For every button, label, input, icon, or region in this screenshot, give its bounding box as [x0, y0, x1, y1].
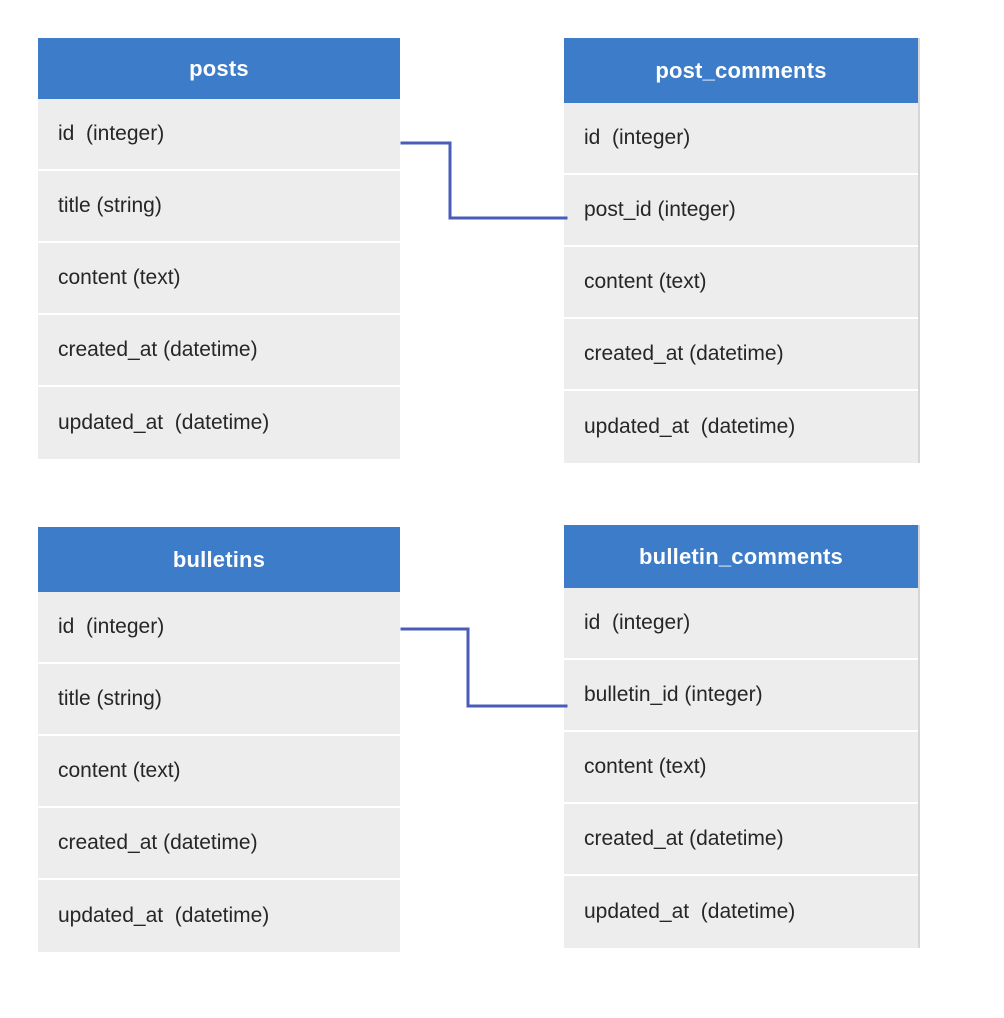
field-row-post_comments-id[interactable]: id (integer): [564, 103, 918, 175]
entity-header-posts[interactable]: posts: [38, 38, 400, 99]
field-row-bulletins-updated_at[interactable]: updated_at (datetime): [38, 880, 400, 952]
field-row-post_comments-created_at[interactable]: created_at (datetime): [564, 319, 918, 391]
field-row-post_comments-post_id[interactable]: post_id (integer): [564, 175, 918, 247]
field-row-posts-id[interactable]: id (integer): [38, 99, 400, 171]
entity-header-bulletin_comments[interactable]: bulletin_comments: [564, 525, 920, 588]
field-row-bulletins-created_at[interactable]: created_at (datetime): [38, 808, 400, 880]
field-row-bulletin_comments-id[interactable]: id (integer): [564, 588, 918, 660]
field-row-bulletin_comments-created_at[interactable]: created_at (datetime): [564, 804, 918, 876]
entity-fields-posts: id (integer)title (string)content (text)…: [38, 99, 400, 459]
field-row-bulletin_comments-content[interactable]: content (text): [564, 732, 918, 804]
field-row-post_comments-content[interactable]: content (text): [564, 247, 918, 319]
field-row-post_comments-updated_at[interactable]: updated_at (datetime): [564, 391, 918, 463]
field-row-bulletin_comments-bulletin_id[interactable]: bulletin_id (integer): [564, 660, 918, 732]
field-row-posts-updated_at[interactable]: updated_at (datetime): [38, 387, 400, 459]
relationship-line-posts-to-post-comments[interactable]: [400, 141, 568, 220]
field-row-bulletins-content[interactable]: content (text): [38, 736, 400, 808]
field-row-bulletin_comments-updated_at[interactable]: updated_at (datetime): [564, 876, 918, 948]
field-row-bulletins-title[interactable]: title (string): [38, 664, 400, 736]
field-row-posts-content[interactable]: content (text): [38, 243, 400, 315]
field-row-posts-created_at[interactable]: created_at (datetime): [38, 315, 400, 387]
entity-fields-bulletins: id (integer)title (string)content (text)…: [38, 592, 400, 952]
field-row-bulletins-id[interactable]: id (integer): [38, 592, 400, 664]
field-row-posts-title[interactable]: title (string): [38, 171, 400, 243]
entity-header-bulletins[interactable]: bulletins: [38, 527, 400, 592]
entity-fields-post_comments: id (integer)post_id (integer)content (te…: [564, 103, 920, 463]
entity-fields-bulletin_comments: id (integer)bulletin_id (integer)content…: [564, 588, 920, 948]
entity-header-post_comments[interactable]: post_comments: [564, 38, 920, 103]
relationship-line-bulletins-to-bulletin-comments[interactable]: [400, 627, 568, 708]
